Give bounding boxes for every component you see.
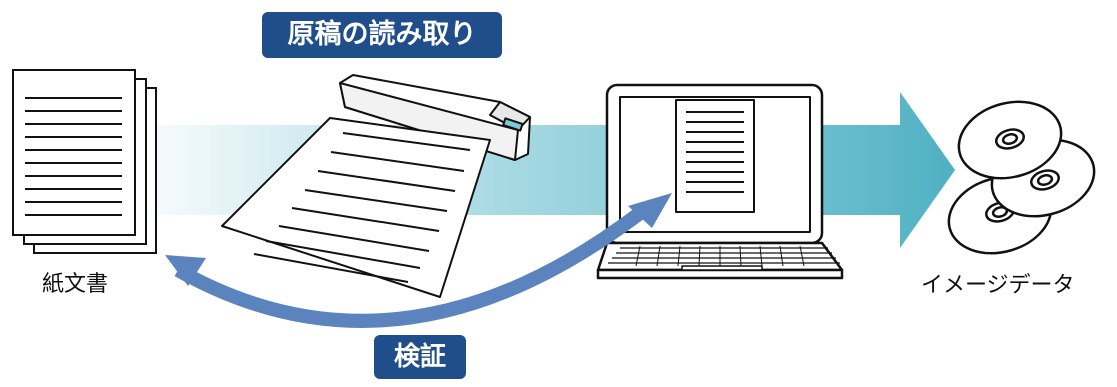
laptop-icon <box>596 83 844 280</box>
paper-stack-icon <box>12 69 157 254</box>
verify-arrow <box>165 193 672 328</box>
scan-title-badge: 原稿の読み取り <box>262 12 502 58</box>
scanner-icon <box>221 74 531 298</box>
image-data-label: イメージデータ <box>921 273 1075 298</box>
paper-docs-label: 紙文書 <box>42 272 109 297</box>
verify-badge: 検証 <box>374 335 466 379</box>
disc-stack-icon <box>947 100 1096 255</box>
